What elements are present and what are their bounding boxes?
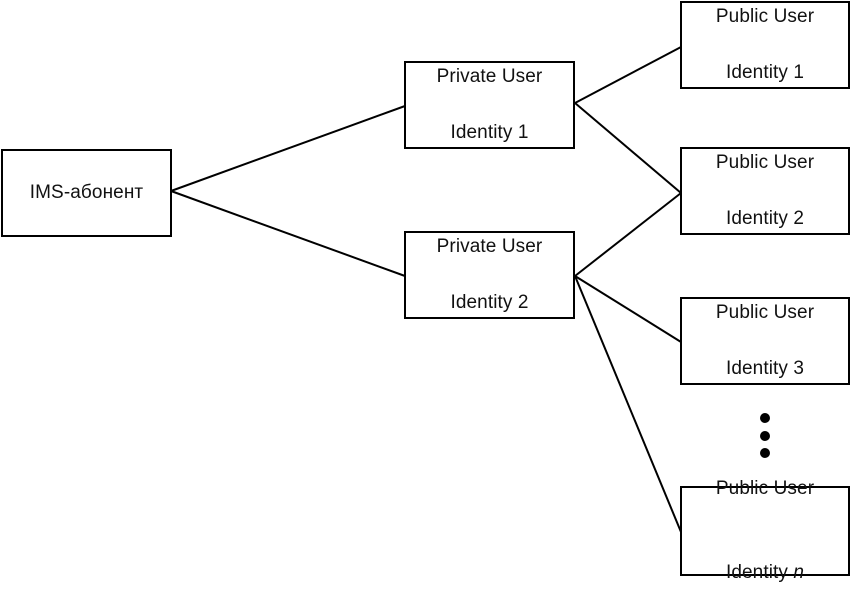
public-user-identity-n-box: Public User Identity n <box>680 478 850 583</box>
public-user-identity-n-line1: Public User <box>715 478 815 499</box>
link-private-2-public-2 <box>574 192 682 277</box>
private-user-identity-1-box: Private User Identity 1 <box>404 61 575 149</box>
link-subscriber-private-1 <box>170 105 406 192</box>
link-private-2-public-3 <box>574 275 682 343</box>
private-user-identity-1-line1: Private User <box>436 66 543 87</box>
private-user-identity-2-line2: Identity 2 <box>450 292 529 313</box>
ellipsis-dot <box>760 431 770 441</box>
public-user-identity-1-box: Public User Identity 1 <box>680 1 850 89</box>
public-user-identity-1-label: Public User Identity 1 <box>716 0 814 115</box>
link-private-1-public-1 <box>574 46 682 104</box>
ellipsis-dot <box>760 448 770 458</box>
public-user-identity-2-line2: Identity 2 <box>725 208 805 229</box>
private-user-identity-1-label: Private User Identity 1 <box>437 35 543 175</box>
public-user-identity-3-line2: Identity 3 <box>725 358 805 379</box>
public-user-identity-n-prefix: Identity <box>725 562 794 583</box>
private-user-identity-2-box: Private User Identity 2 <box>404 231 575 319</box>
public-user-identity-n-line2: Identity n <box>716 531 814 587</box>
public-user-identity-2-line1: Public User <box>715 152 815 173</box>
ims-subscriber-box: IMS-абонент <box>1 149 172 237</box>
private-user-identity-2-line1: Private User <box>436 236 543 257</box>
ellipsis-dots <box>758 413 772 459</box>
private-user-identity-2-label: Private User Identity 2 <box>437 205 543 345</box>
link-private-1-public-2 <box>574 102 682 194</box>
public-user-identity-n-label: Public User Identity n <box>716 447 814 615</box>
private-user-identity-1-line2: Identity 1 <box>450 122 529 143</box>
public-user-identity-n-suffix: n <box>793 562 805 583</box>
public-user-identity-2-label: Public User Identity 2 <box>716 121 814 261</box>
public-user-identity-3-label: Public User Identity 3 <box>716 271 814 411</box>
diagram-connections <box>170 46 682 533</box>
public-user-identity-3-box: Public User Identity 3 <box>680 297 850 385</box>
ellipsis-dot <box>760 413 770 423</box>
ims-subscriber-label: IMS-абонент <box>29 182 144 203</box>
public-user-identity-2-box: Public User Identity 2 <box>680 147 850 235</box>
link-subscriber-private-2 <box>170 190 406 277</box>
public-user-identity-3-line1: Public User <box>715 302 815 323</box>
public-user-identity-1-line1: Public User <box>715 6 815 27</box>
public-user-identity-1-line2: Identity 1 <box>725 62 805 83</box>
link-private-2-public-n <box>574 275 682 533</box>
